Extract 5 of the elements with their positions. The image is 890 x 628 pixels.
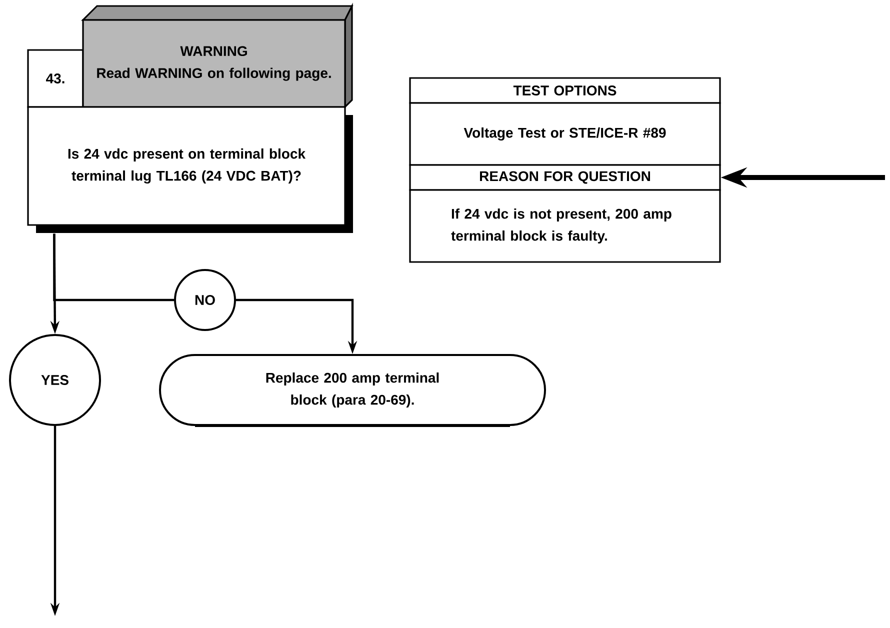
question-box: Is 24 vdc present on terminal block terminal lug TL166 (24 VDC BAT)?	[27, 106, 353, 233]
table-header-cell: TEST OPTIONS	[409, 77, 721, 104]
action-box: Replace 200 amp terminal block (para 20-69).	[159, 354, 546, 427]
table-header-cell: REASON FOR QUESTION	[409, 164, 721, 191]
step-number-box: 43.	[27, 49, 84, 108]
